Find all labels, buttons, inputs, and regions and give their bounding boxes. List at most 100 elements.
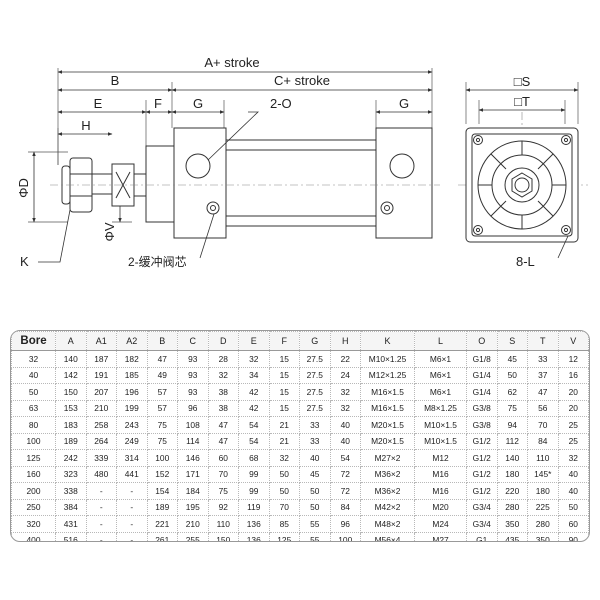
- table-cell: 112: [496, 432, 528, 450]
- table-cell: G1/2: [466, 465, 498, 483]
- table-cell: 119: [238, 498, 270, 516]
- table-cell: M10×1.25: [360, 350, 415, 368]
- label-h: H: [81, 118, 90, 133]
- label-g-right: G: [399, 96, 409, 111]
- label-a-stroke: A+ stroke: [204, 55, 259, 70]
- table-cell: 27.5: [299, 350, 331, 368]
- table-cell: 27.5: [299, 366, 331, 384]
- table-cell: 15: [268, 350, 300, 368]
- table-cell: 350: [527, 531, 559, 541]
- table-cell: 210: [177, 515, 209, 533]
- table-cell: M16×1.5: [360, 399, 415, 417]
- table-cell: -: [116, 531, 148, 541]
- table-cell: 154: [146, 482, 178, 500]
- table-cell: G1/2: [466, 449, 498, 467]
- table-cell: 100: [11, 432, 56, 450]
- table-cell: M16: [414, 482, 467, 500]
- table-cell: G3/4: [466, 498, 498, 516]
- table-cell: 34: [238, 366, 270, 384]
- table-cell: 60: [557, 515, 589, 533]
- table-cell: 400: [11, 531, 56, 541]
- table-cell: 32: [207, 366, 239, 384]
- table-cell: 70: [268, 498, 300, 516]
- table-cell: 93: [177, 366, 209, 384]
- table-cell: 435: [496, 531, 528, 541]
- table-cell: 50: [299, 482, 331, 500]
- table-cell: 314: [116, 449, 148, 467]
- column-header: C: [177, 331, 209, 351]
- label-s: □S: [514, 74, 531, 89]
- table-cell: 54: [329, 449, 361, 467]
- table-cell: G1/2: [466, 432, 498, 450]
- table-cell: 160: [11, 465, 56, 483]
- table-cell: 264: [85, 432, 117, 450]
- label-c-stroke: C+ stroke: [274, 73, 330, 88]
- table-cell: 21: [268, 432, 300, 450]
- table-cell: 45: [496, 350, 528, 368]
- column-header: S: [496, 331, 528, 351]
- table-cell: 62: [496, 383, 528, 401]
- column-header: O: [466, 331, 498, 351]
- table-cell: 15: [268, 399, 300, 417]
- table-cell: G3/4: [466, 515, 498, 533]
- table-cell: 243: [116, 416, 148, 434]
- table-cell: 191: [85, 366, 117, 384]
- table-cell: 146: [177, 449, 209, 467]
- table-cell: 150: [207, 531, 239, 541]
- dimension-lines: [32, 70, 579, 223]
- table-cell: 55: [299, 515, 331, 533]
- table-cell: 96: [177, 399, 209, 417]
- table-cell: 50: [268, 465, 300, 483]
- cylinder-end-view: [465, 127, 579, 243]
- table-cell: 125: [11, 449, 56, 467]
- table-cell: 136: [238, 515, 270, 533]
- table-cell: 32: [329, 399, 361, 417]
- label-f: F: [154, 96, 162, 111]
- table-cell: -: [85, 531, 117, 541]
- table-cell: 40: [557, 465, 589, 483]
- table-cell: M27: [414, 531, 467, 541]
- table-cell: 50: [299, 498, 331, 516]
- table-cell: 136: [238, 531, 270, 541]
- table-cell: 54: [238, 416, 270, 434]
- table-cell: 93: [177, 350, 209, 368]
- table-cell: 40: [329, 432, 361, 450]
- table-cell: 15: [268, 383, 300, 401]
- table-cell: 184: [177, 482, 209, 500]
- dimension-labels: A+ stroke B C+ stroke E F G 2-O G H ΦD Φ…: [16, 55, 535, 269]
- table-cell: 338: [55, 482, 87, 500]
- table-cell: 57: [146, 383, 178, 401]
- table-cell: 42: [238, 383, 270, 401]
- table-cell: M20×1.5: [360, 416, 415, 434]
- table-cell: 16: [557, 366, 589, 384]
- table-cell: 140: [55, 350, 87, 368]
- table-cell: 12: [557, 350, 589, 368]
- table-cell: 196: [116, 383, 148, 401]
- table-cell: 32: [329, 383, 361, 401]
- table-cell: 40: [299, 449, 331, 467]
- table-cell: M24: [414, 515, 467, 533]
- table-cell: 22: [329, 350, 361, 368]
- table-cell: 150: [55, 383, 87, 401]
- table-cell: 249: [116, 432, 148, 450]
- column-header: G: [299, 331, 331, 351]
- table-cell: G1/8: [466, 350, 498, 368]
- label-k: K: [20, 254, 29, 269]
- column-header: Bore: [11, 331, 56, 351]
- table-cell: 20: [557, 383, 589, 401]
- table-cell: 25: [557, 416, 589, 434]
- table-cell: 152: [146, 465, 178, 483]
- table-cell: 72: [329, 482, 361, 500]
- table-cell: 142: [55, 366, 87, 384]
- table-cell: 50: [557, 498, 589, 516]
- table-cell: 125: [268, 531, 300, 541]
- table-cell: 220: [496, 482, 528, 500]
